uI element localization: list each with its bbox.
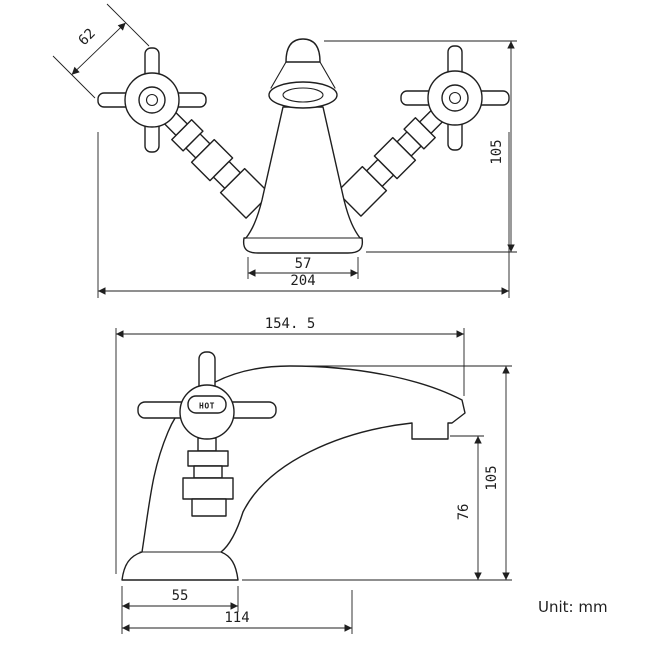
dim-62-label: 62 [76,26,99,49]
left-cross-handle [97,47,207,153]
dim-204-label: 204 [290,273,315,289]
stem-segment [187,450,229,467]
side-view: HOT 154. 5 105 76 [115,316,608,634]
right-cross-handle [400,45,510,151]
spout-flare [270,61,336,89]
unit-note: Unit: mm [538,598,608,616]
faucet-body-side [121,365,466,581]
spout-cap [285,38,321,63]
dimension-57: 57 [247,256,359,279]
stem-flange [191,498,227,517]
dimension-105-front: 105 [324,40,517,253]
hot-handle-side: HOT [137,351,277,517]
dim-154-5-label: 154. 5 [265,316,316,332]
handle-screw [448,91,462,105]
dimension-154-5: 154. 5 [115,316,465,574]
dim-55-label: 55 [172,588,189,604]
handle-hub [138,86,166,114]
stem-segment [197,437,217,452]
stem-boss [336,165,388,217]
stem-hex-nut [182,477,234,500]
dim-76-label: 76 [456,504,472,521]
dim-57-label: 57 [295,256,312,272]
left-valve-stem [164,112,271,219]
aerator-inner-ring [282,87,324,103]
stem-boss [219,167,271,219]
handle-screw [145,93,159,107]
dimension-line [71,22,127,76]
aerator-face [268,81,338,109]
dimension-55: 55 [121,586,239,634]
right-valve-stem [336,110,443,217]
faucet-body-front [242,106,364,254]
dimension-204: 204 [97,132,510,298]
front-view: 62 105 57 204 [52,3,517,298]
extension-line [106,3,150,47]
dimension-76: 76 [450,435,484,580]
dimension-114: 114 [122,590,353,634]
dimension-105-side: 105 [242,365,512,581]
dim-114-label: 114 [224,610,249,626]
hot-indice-cap [187,395,227,414]
extension-line [52,55,96,99]
dim-105-front-label: 105 [489,139,505,164]
dim-105-side-label: 105 [484,465,500,490]
hot-label: HOT [199,402,215,411]
handle-hub [441,84,469,112]
stem-segment [193,465,223,479]
